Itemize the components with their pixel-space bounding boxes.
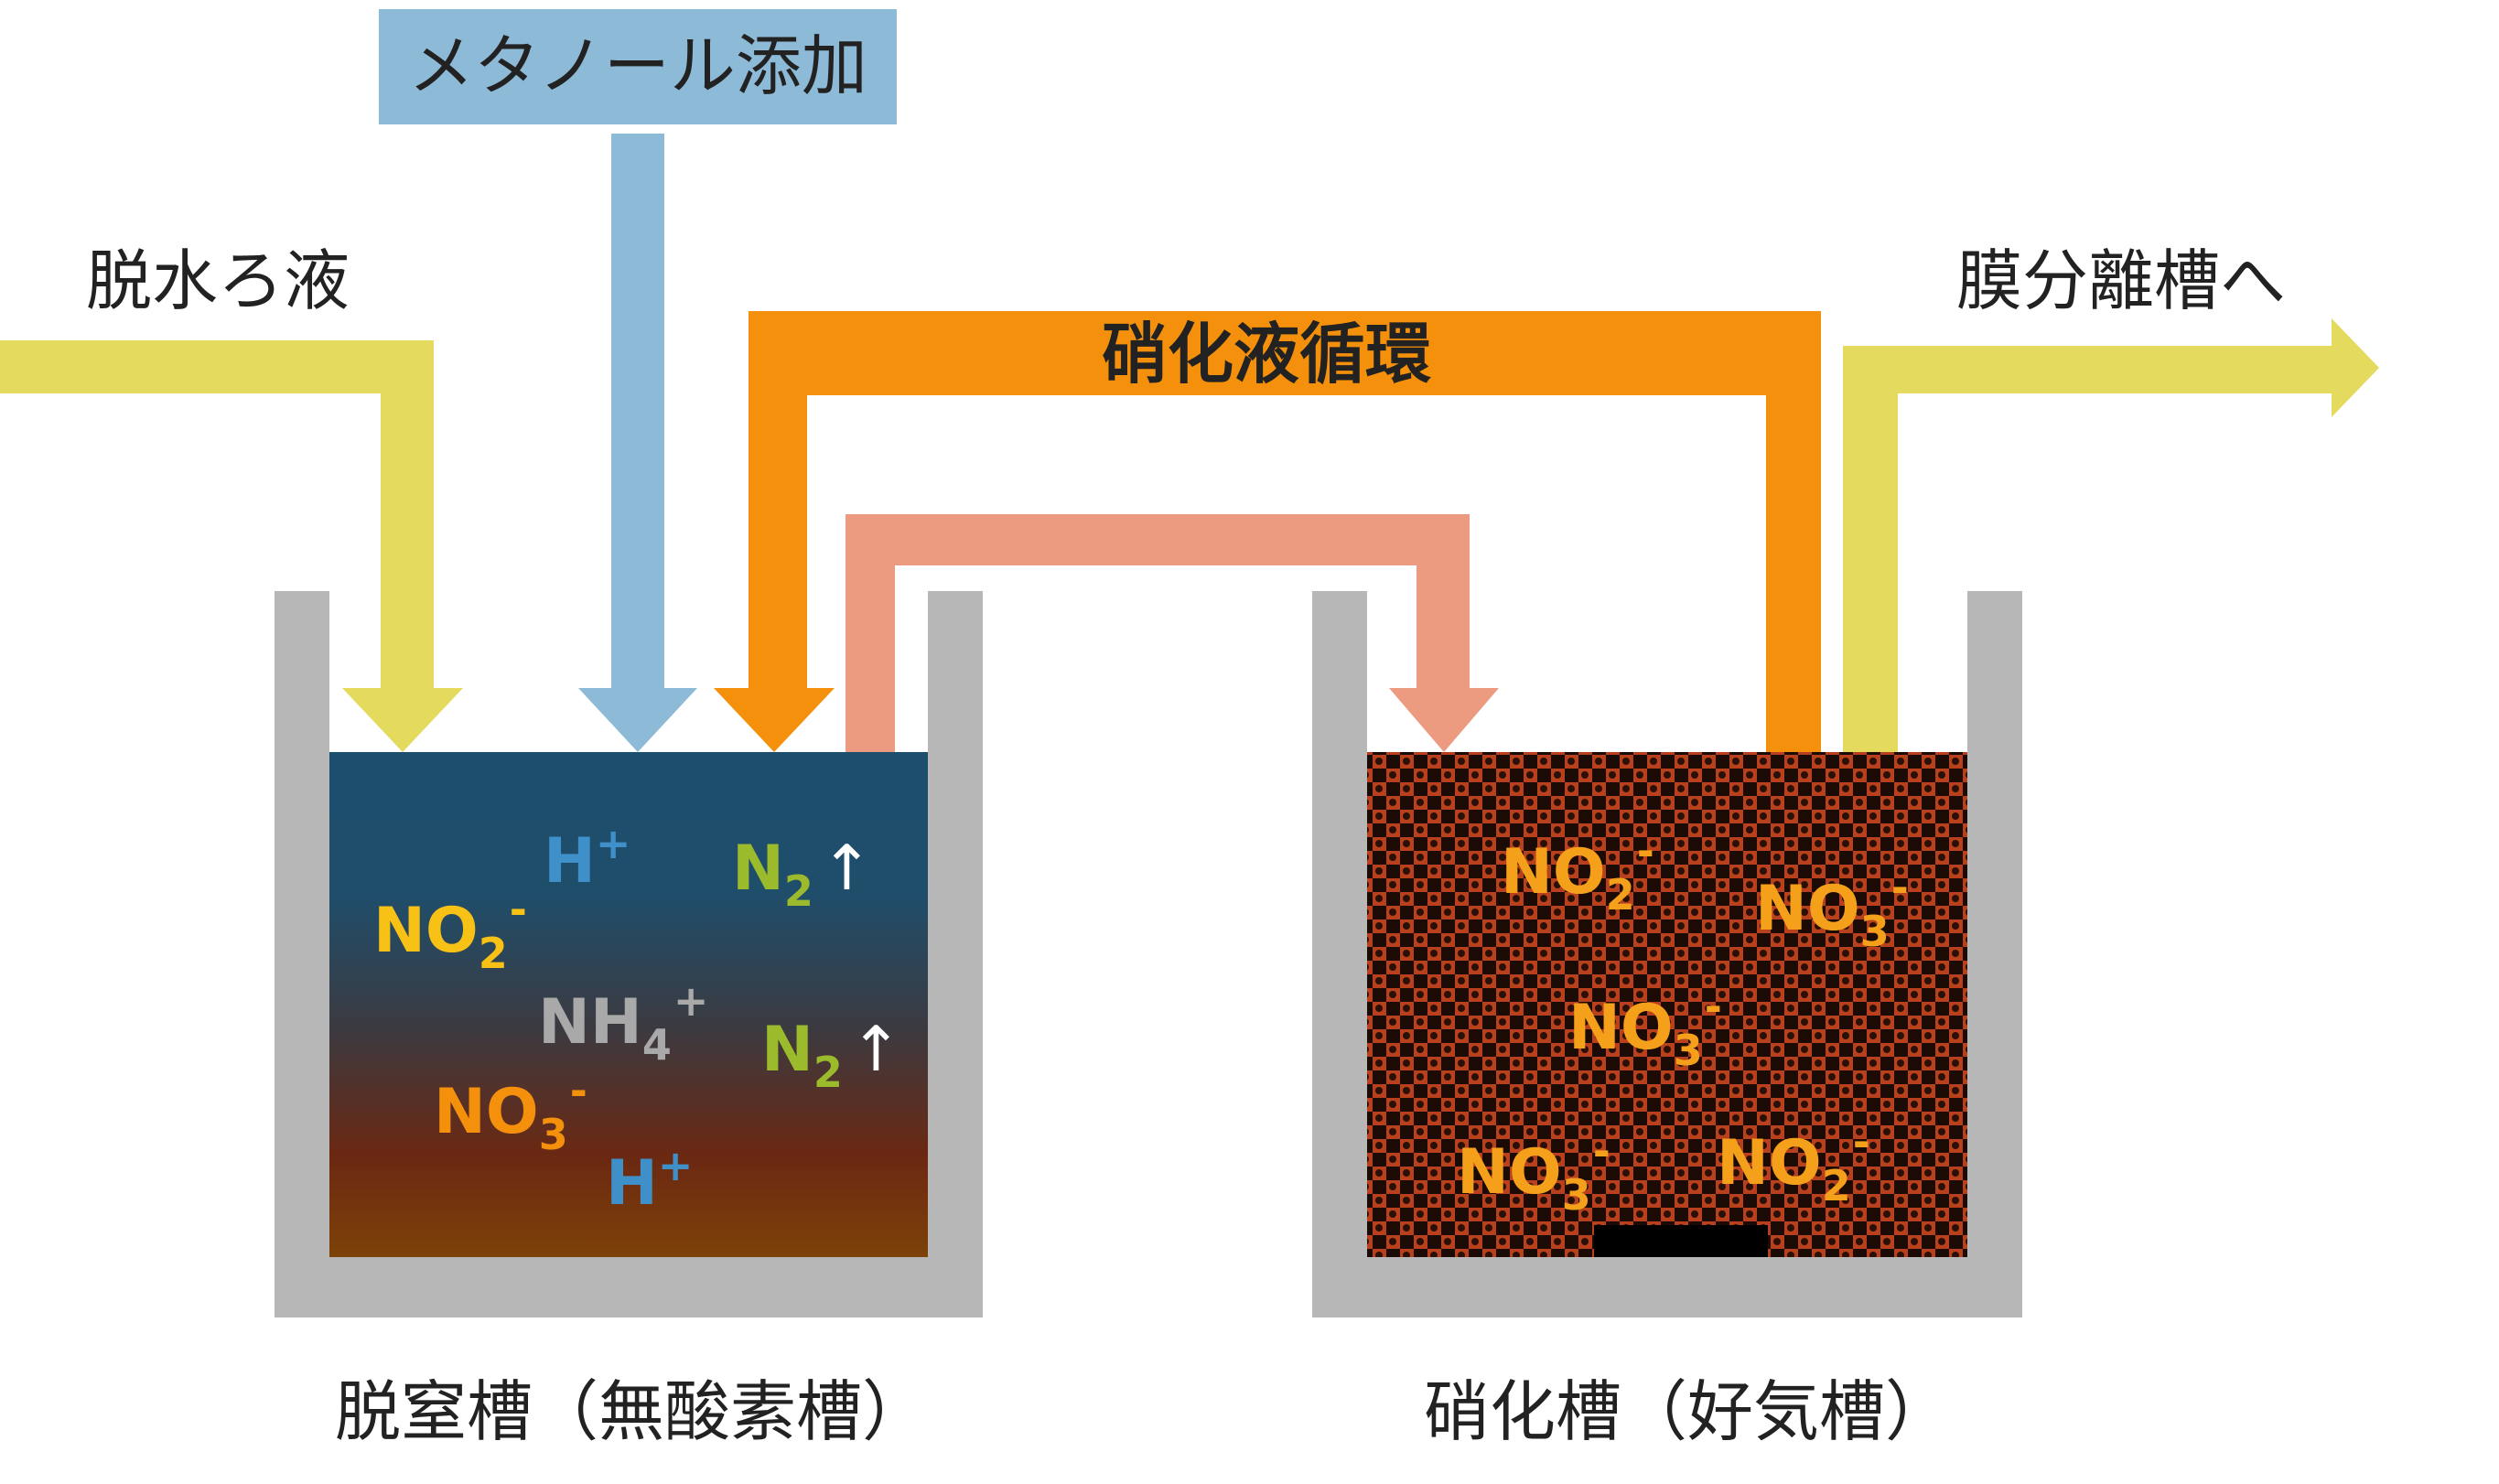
nitrification-liquid — [1367, 752, 1967, 1257]
aeration-diffuser — [1594, 1225, 1768, 1257]
ion-base: NO — [1568, 992, 1674, 1064]
ion-base: H — [544, 825, 596, 898]
inflow-arrow — [0, 340, 463, 752]
ion-base: N — [761, 1014, 813, 1086]
ion-subscript: 2 — [1606, 870, 1635, 919]
ion-subscript: 2 — [813, 1048, 843, 1097]
ions-right: NO2- NO3- NO3- NO3- NO2- — [1457, 826, 1909, 1220]
methanol-arrow — [578, 134, 697, 752]
denitrification-liquid — [329, 752, 928, 1257]
ion-base: NO — [373, 895, 479, 967]
ion-base: NO — [1501, 836, 1606, 909]
ion-label: NO2- — [373, 885, 527, 978]
tank-left-label: 脱窒槽（無酸素槽） — [335, 1373, 928, 1450]
ion-superscript: + — [596, 819, 631, 868]
ion-base: NH — [538, 986, 642, 1059]
tank-right-label: 硝化槽（好気槽） — [1424, 1373, 1951, 1450]
tank-right-walls — [1312, 591, 2022, 1317]
ion-label: NH4+ — [538, 976, 708, 1070]
ion-label: H+ — [606, 1141, 693, 1220]
gas-release-arrow: ↑ — [850, 1014, 902, 1086]
ion-superscript: - — [1891, 863, 1909, 912]
ion-subscript: 2 — [784, 866, 813, 916]
ion-superscript: - — [570, 1066, 587, 1115]
methanol-box — [379, 9, 897, 124]
ion-superscript: - — [510, 885, 527, 934]
ion-subscript: 2 — [479, 929, 508, 978]
ion-subscript: 3 — [1674, 1026, 1703, 1075]
ion-label: NO2- — [1501, 826, 1654, 919]
ion-label: NO3- — [434, 1066, 587, 1159]
ion-label: NO3- — [1457, 1126, 1610, 1220]
tank-left-walls — [275, 591, 983, 1317]
ion-superscript: + — [673, 976, 709, 1026]
gas-release-arrow: ↑ — [821, 833, 873, 905]
ion-base: H — [606, 1147, 658, 1220]
ion-base: NO — [1457, 1136, 1562, 1209]
ion-superscript: + — [658, 1141, 694, 1190]
ion-superscript: - — [1593, 1126, 1610, 1176]
recycle-arrow — [714, 311, 1821, 752]
ion-label: NO2- — [1717, 1117, 1870, 1210]
ion-label: H+ — [544, 819, 630, 898]
transfer-arrow — [846, 514, 1499, 752]
ion-superscript: - — [1705, 982, 1722, 1031]
ions-left: H+ N2↑ NO2- NH4+ N2↑ NO3- H+ — [373, 819, 902, 1220]
ion-subscript: 3 — [539, 1110, 568, 1159]
ion-label: NO3- — [1568, 982, 1722, 1075]
ion-superscript: - — [1637, 826, 1654, 876]
ion-subscript: 4 — [642, 1020, 672, 1070]
ion-base: NO — [434, 1076, 539, 1148]
outflow-label: 膜分離槽へ — [1956, 242, 2286, 319]
recycle-label: 硝化液循環 — [1102, 316, 1431, 393]
ion-base: N — [732, 833, 784, 905]
ion-base: NO — [1755, 873, 1860, 945]
inflow-label: 脱水ろ液 — [86, 242, 350, 319]
ion-label: N2↑ — [732, 833, 873, 916]
outflow-arrow — [1843, 318, 2379, 752]
ion-superscript: - — [1853, 1117, 1870, 1167]
ion-label: N2↑ — [761, 1014, 902, 1097]
ion-subscript: 3 — [1860, 907, 1890, 956]
ion-base: NO — [1717, 1127, 1822, 1199]
ion-label: NO3- — [1755, 863, 1909, 956]
methanol-label: メタノール添加 — [408, 27, 867, 104]
ion-subscript: 2 — [1822, 1161, 1851, 1210]
ion-subscript: 3 — [1562, 1170, 1591, 1220]
